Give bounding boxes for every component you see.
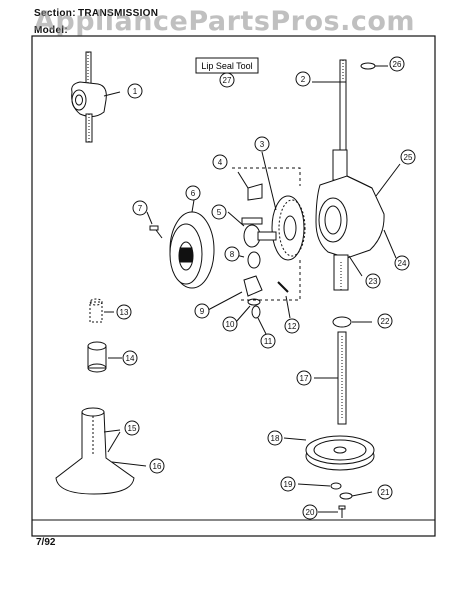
callout-11: [260, 333, 276, 349]
callout-20: [302, 504, 318, 520]
fasteners: [297, 482, 373, 518]
seal-13: [89, 298, 103, 323]
callout-19: [280, 476, 296, 492]
callout-number: 7: [138, 204, 143, 213]
watermark: AppliancePartsPros.com: [34, 6, 416, 37]
callout-number: 22: [381, 317, 390, 326]
callout-number: 24: [398, 259, 407, 268]
callout-4: [212, 154, 228, 170]
callout-number: 17: [300, 374, 309, 383]
callout-8: [224, 246, 240, 262]
callout-number: 11: [264, 337, 273, 346]
callout-15: [124, 420, 140, 436]
pulley-18: [283, 435, 375, 471]
callout-12: [284, 318, 300, 334]
callout-number: 3: [260, 140, 265, 149]
gear: [261, 151, 306, 261]
callout-number: 8: [230, 250, 235, 259]
lower-shaft: [314, 316, 372, 425]
callout-number: 2: [301, 75, 306, 84]
callout-27: [219, 72, 235, 88]
callout-number: 14: [126, 354, 135, 363]
callout-number: 26: [393, 60, 402, 69]
callout-5: [211, 204, 227, 220]
washer-26: [360, 62, 376, 70]
callout-14: [122, 350, 138, 366]
callout-number: 6: [191, 189, 196, 198]
callout-24: [394, 255, 410, 271]
cover-6: [169, 199, 215, 289]
callout-7: [132, 200, 148, 216]
callout-2: [295, 71, 311, 87]
callout-number: 9: [200, 307, 205, 316]
callout-number: 13: [120, 308, 129, 317]
screw-7: [146, 211, 163, 239]
footer-date: 7/92: [36, 537, 56, 548]
callout-number: 19: [284, 480, 293, 489]
callout-number: 4: [218, 158, 223, 167]
callout-number: 20: [306, 508, 315, 517]
callout-number: 18: [271, 434, 280, 443]
callout-number: 23: [369, 277, 378, 286]
transmission-assembly: [71, 51, 121, 143]
pinion-4: [237, 171, 263, 201]
callout-18: [267, 430, 283, 446]
callout-number: 21: [381, 488, 390, 497]
callout-1: [127, 83, 143, 99]
diagram-border: [31, 35, 436, 537]
callout-17: [296, 370, 312, 386]
agitator-base: [55, 407, 147, 495]
callout-6: [185, 185, 201, 201]
callout-number: 5: [217, 208, 222, 217]
transmission-housing: [315, 149, 401, 291]
callouts: [116, 56, 416, 520]
callout-number: 15: [128, 424, 137, 433]
callout-number: 16: [153, 462, 162, 471]
guide-lines: [232, 167, 301, 301]
callout-number: 27: [223, 76, 232, 85]
callout-number: 25: [404, 153, 413, 162]
callout-26: [389, 56, 405, 72]
callout-3: [254, 136, 270, 152]
callout-number: 10: [226, 320, 235, 329]
callout-13: [116, 304, 132, 320]
small-parts: [207, 251, 291, 335]
tool-label: Lip Seal Tool: [201, 61, 252, 71]
callout-25: [400, 149, 416, 165]
callout-22: [377, 313, 393, 329]
callout-9: [194, 303, 210, 319]
model-label: Model:: [34, 25, 69, 36]
callout-21: [377, 484, 393, 500]
bushing-14: [87, 341, 122, 373]
crank-5: [227, 211, 277, 248]
section-value: TRANSMISSION: [78, 8, 159, 19]
callout-16: [149, 458, 165, 474]
section-label: Section:: [34, 8, 76, 19]
callout-number: 1: [133, 87, 138, 96]
callout-10: [222, 316, 238, 332]
callout-number: 12: [288, 322, 297, 331]
callout-23: [365, 273, 381, 289]
